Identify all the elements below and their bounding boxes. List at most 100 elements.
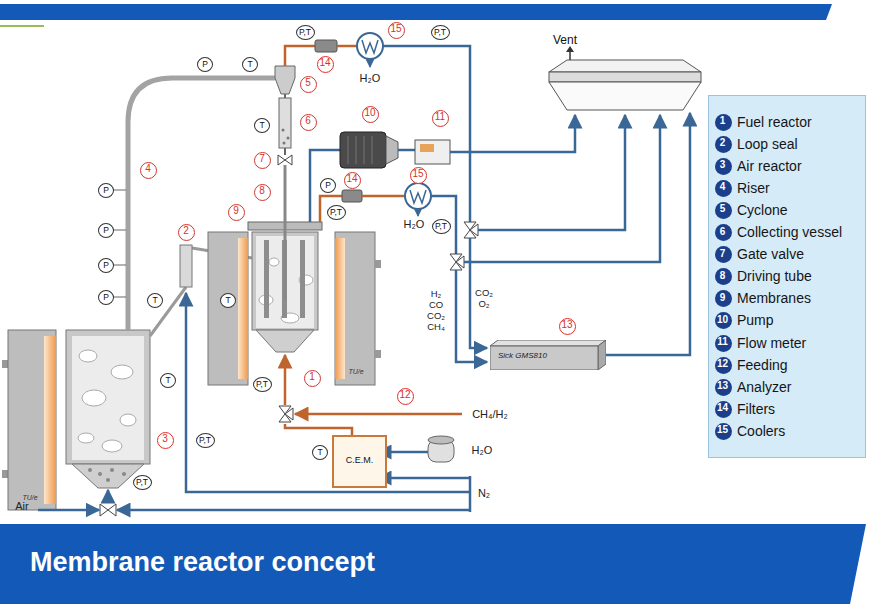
logo-text: TU/e: [22, 494, 37, 502]
air-reactor-part: [110, 468, 114, 472]
legend-row: Membranes: [709, 288, 865, 309]
fuel-reactor-part: [238, 238, 248, 379]
cooler-line-part: [456, 256, 464, 268]
pump-line-part: [356, 136, 357, 164]
legend-text: Gate valve: [737, 244, 865, 265]
fuel-reactor-part: [285, 424, 352, 435]
sensor-label: T: [147, 293, 163, 308]
sensor-label: T: [242, 57, 258, 72]
fuel-reactor: [208, 222, 462, 435]
riser-part: [113, 230, 126, 231]
sensor-label: P,T: [431, 25, 450, 40]
legend-text: Analyzer: [737, 377, 865, 398]
stream-label: H₂O: [404, 218, 425, 231]
bottom-banner-part: [0, 524, 866, 604]
callout-number: 14: [344, 172, 361, 189]
legend-text: Filters: [737, 399, 865, 420]
legend-text: Membranes: [737, 288, 865, 309]
cyclone-column-part: [369, 59, 371, 67]
callout-number: 6: [300, 114, 317, 131]
cyclone-column-part: [478, 115, 625, 230]
legend-row: Pump: [709, 310, 865, 331]
sensor-label: P: [98, 183, 114, 198]
cyclone-column-part: [284, 94, 286, 98]
cooler-line-part: [431, 196, 456, 254]
air-reactor-part: [79, 350, 97, 362]
sensor-label: P: [98, 223, 114, 238]
analyzer-top: [490, 340, 606, 346]
legend-row: Driving tube: [709, 266, 865, 287]
air-reactor-part: [38, 509, 99, 512]
top-bar-part: [0, 25, 44, 27]
air-reactor-part: [66, 330, 150, 464]
loop-seal: [150, 245, 470, 492]
gas-list: H₂ CO CO₂ CH₄: [427, 288, 445, 332]
legend-text: Loop seal: [737, 134, 865, 155]
legend-row: Flow meter: [709, 333, 865, 354]
pump-line-part: [420, 144, 434, 152]
legend-text: Flow meter: [737, 333, 865, 354]
sensor-label: P,T: [327, 205, 346, 220]
legend-row: Analyzer: [709, 377, 865, 398]
callout-number: 14: [317, 56, 334, 73]
analyzer-front: [490, 346, 598, 370]
cooler-line-part: [342, 190, 362, 202]
cooler-line: [320, 115, 660, 362]
fuel-reactor-part: [285, 408, 293, 420]
fuel-reactor-part: [300, 240, 305, 318]
riser: [113, 78, 275, 330]
callout-number: 9: [228, 204, 245, 221]
node-text: Vent: [553, 33, 577, 47]
node-text: C.E.M.: [334, 455, 385, 466]
feed-lines-part: [428, 436, 454, 444]
stream-label: H₂O: [360, 72, 381, 85]
fuel-reactor-part: [295, 413, 462, 416]
fuel-reactor-part: [335, 238, 345, 379]
cyclone-column-part: [283, 142, 286, 145]
logo-text: TU/e: [348, 368, 363, 376]
sensor-label: P: [197, 57, 213, 72]
cyclone-column-part: [287, 137, 290, 140]
hood-funnel: [549, 82, 701, 110]
fuel-reactor-part: [256, 330, 314, 352]
air-reactor-part: [117, 509, 470, 512]
stream-label: Air: [15, 500, 28, 513]
legend-number: 3: [720, 159, 726, 171]
legend-text: Riser: [737, 178, 865, 199]
legend-row: Loop seal: [709, 134, 865, 155]
cyclone-column-part: [337, 45, 357, 48]
legend-number: 2: [720, 137, 726, 149]
legend-number: 7: [720, 248, 726, 260]
legend-row: Gate valve: [709, 244, 865, 265]
feed-lines: [378, 436, 470, 512]
legend-number: 5: [720, 203, 726, 215]
cyclone-column-part: [279, 98, 291, 148]
cyclone-column-part: [284, 148, 286, 155]
title-text: Membrane reactor concept: [30, 547, 375, 578]
legend-number: 6: [720, 226, 726, 238]
stream-label: CH₄/H₂: [472, 408, 508, 421]
legend-number: 1: [720, 115, 726, 127]
callout-number: 8: [254, 184, 271, 201]
air-reactor-part: [82, 390, 106, 406]
sensor-label: P,T: [253, 377, 272, 392]
feed-lines-part: [469, 476, 472, 512]
legend-number: 14: [717, 402, 728, 414]
fuel-reactor-part: [335, 232, 375, 385]
legend-text: Pump: [737, 310, 865, 331]
connector: [606, 113, 690, 355]
legend-row: Feeding: [709, 355, 865, 376]
callout-number: 12: [397, 388, 414, 405]
sensor-label: P,T: [133, 475, 152, 490]
callout-number: 13: [559, 318, 576, 335]
cyclone-column-part: [282, 129, 285, 132]
legend-number: 15: [717, 424, 728, 436]
loop-seal-part: [180, 245, 192, 287]
vent-hood: Vent: [545, 30, 705, 112]
legend-row: Cyclone: [709, 200, 865, 221]
callout-number: 11: [432, 110, 449, 127]
air-reactor-part: [107, 490, 110, 503]
callout-number: 15: [388, 22, 405, 39]
legend-row: Fuel reactor: [709, 112, 865, 133]
legend-text: Cyclone: [737, 200, 865, 221]
